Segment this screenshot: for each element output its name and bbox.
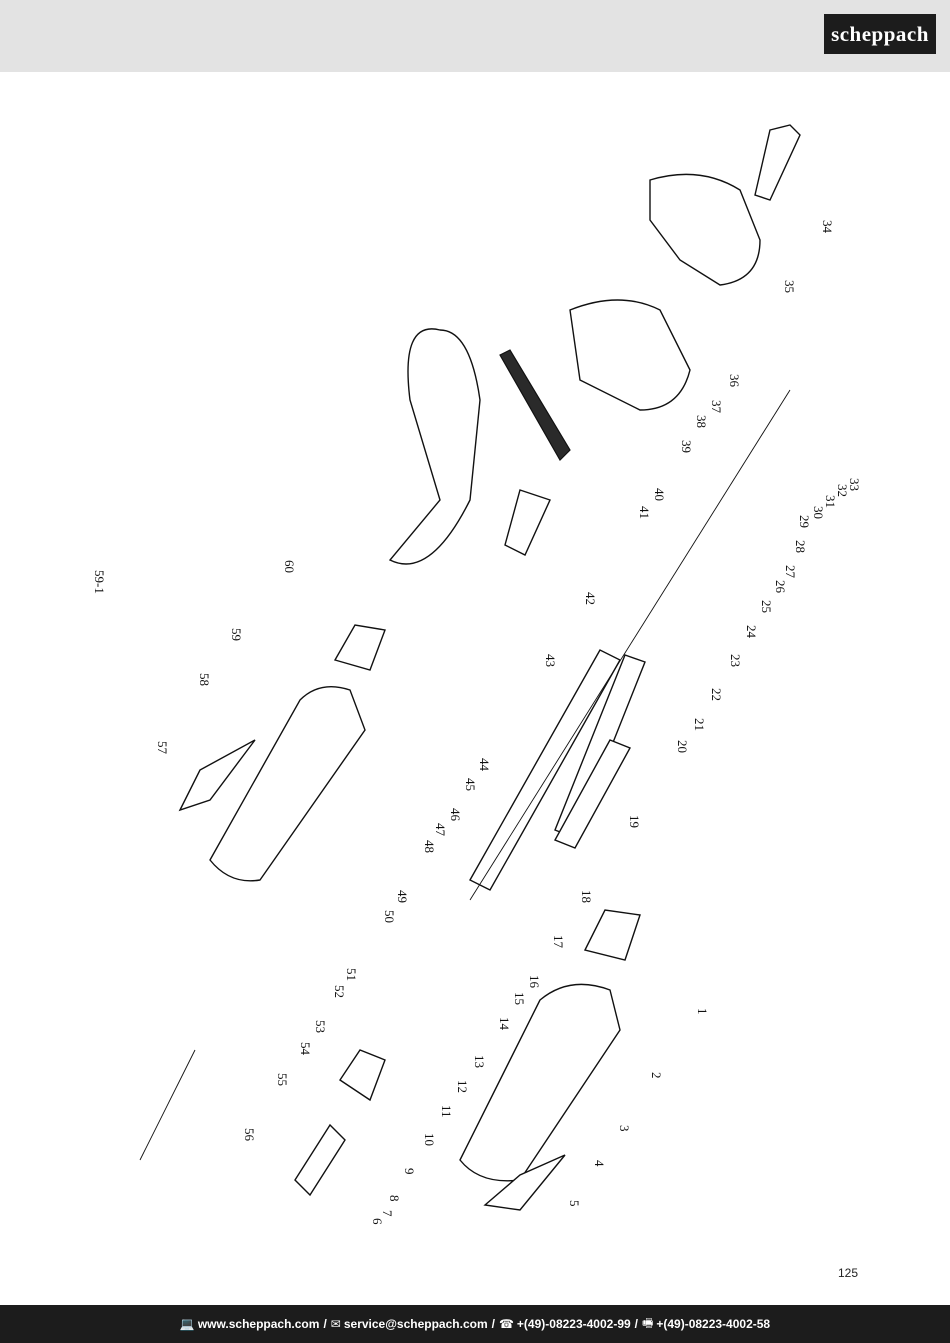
- power-cord-56: [139, 1049, 196, 1161]
- callout-45: 45: [463, 778, 478, 791]
- callout-49: 49: [395, 890, 410, 903]
- callout-23: 23: [728, 654, 743, 667]
- callout-55: 55: [275, 1073, 290, 1086]
- housing-part-58: [209, 686, 366, 882]
- footer-separator: /: [491, 1317, 495, 1331]
- callout-20: 20: [675, 740, 690, 753]
- grip-part-34: [754, 124, 801, 201]
- callout-13: 13: [472, 1055, 487, 1068]
- callout-11: 11: [439, 1105, 454, 1118]
- handle-part-35: [649, 173, 761, 286]
- handle-part-39: [569, 299, 691, 411]
- callout-29: 29: [797, 515, 812, 528]
- callout-27: 27: [783, 565, 798, 579]
- callout-52: 52: [332, 985, 347, 998]
- footer-separator: /: [323, 1317, 327, 1331]
- rail-part-41: [499, 349, 571, 461]
- callout-4: 4: [592, 1160, 607, 1167]
- callout-46: 46: [448, 808, 463, 822]
- callout-34: 34: [820, 220, 835, 234]
- callout-15: 15: [512, 992, 527, 1005]
- callout-35: 35: [782, 280, 797, 293]
- callout-59: 59: [229, 628, 244, 641]
- page-number: 125: [837, 1266, 858, 1280]
- callout-40: 40: [652, 488, 667, 501]
- callout-31: 31: [823, 495, 838, 508]
- callout-48: 48: [422, 840, 437, 853]
- callout-37: 37: [709, 400, 724, 414]
- housing-part-3: [459, 983, 621, 1182]
- footer-fax: +(49)-08223-4002-58: [656, 1317, 771, 1331]
- callout-57: 57: [155, 741, 170, 755]
- callout-53: 53: [313, 1020, 328, 1033]
- callout-30: 30: [811, 506, 826, 519]
- footer-phone: +(49)-08223-4002-99: [516, 1317, 631, 1331]
- callout-1: 1: [695, 1008, 710, 1015]
- cover-part-60: [333, 624, 386, 671]
- callout-7: 7: [380, 1210, 395, 1217]
- callout-9: 9: [402, 1168, 417, 1175]
- guard-part-5: [483, 1154, 566, 1211]
- footer-bar: 💻 www.scheppach.com / ✉ service@scheppac…: [0, 1305, 950, 1343]
- callout-2: 2: [649, 1072, 664, 1079]
- callout-60: 60: [282, 560, 297, 573]
- callout-5: 5: [567, 1200, 582, 1207]
- callout-32: 32: [835, 484, 850, 497]
- callout-21: 21: [692, 718, 707, 731]
- callout-59-1: 59-1: [92, 570, 107, 594]
- callout-51: 51: [344, 968, 359, 981]
- callout-50: 50: [382, 910, 397, 923]
- callout-33: 33: [847, 478, 862, 491]
- callout-44: 44: [477, 758, 492, 772]
- phone-icon: ☎: [498, 1317, 514, 1331]
- callout-12: 12: [455, 1080, 470, 1093]
- email-icon: ✉: [330, 1317, 341, 1331]
- callout-25: 25: [759, 600, 774, 613]
- callout-18: 18: [579, 890, 594, 903]
- scheppach-logo: scheppach: [824, 14, 936, 54]
- callout-3: 3: [617, 1125, 632, 1132]
- callout-39: 39: [679, 440, 694, 453]
- callout-54: 54: [298, 1042, 313, 1056]
- shaft-tubes: [469, 389, 791, 901]
- footer-separator: /: [634, 1317, 639, 1331]
- cap-part-1: [583, 909, 641, 961]
- shoulder-strap: [388, 328, 481, 565]
- callout-19: 19: [627, 815, 642, 828]
- fax-icon: 🖷: [642, 1315, 654, 1330]
- armature-part-10: [294, 1123, 346, 1197]
- header-band: [0, 0, 950, 72]
- callout-47: 47: [433, 823, 448, 837]
- callout-10: 10: [422, 1133, 437, 1146]
- footer-email[interactable]: service@scheppach.com: [343, 1317, 488, 1331]
- callout-24: 24: [744, 625, 759, 639]
- callout-8: 8: [387, 1195, 402, 1202]
- callout-26: 26: [773, 580, 788, 594]
- callout-16: 16: [527, 975, 542, 989]
- callout-28: 28: [793, 540, 808, 553]
- callout-6: 6: [370, 1218, 385, 1225]
- callout-41: 41: [637, 506, 652, 519]
- guard-part-57: [178, 739, 256, 812]
- motor-part-11: [339, 1049, 386, 1102]
- callout-14: 14: [497, 1017, 512, 1031]
- callout-58: 58: [197, 673, 212, 686]
- callout-36: 36: [727, 374, 742, 388]
- footer-website[interactable]: www.scheppach.com: [197, 1317, 320, 1331]
- computer-icon: 💻: [179, 1317, 195, 1331]
- callout-42: 42: [583, 592, 598, 605]
- callout-38: 38: [694, 415, 709, 428]
- callout-17: 17: [551, 935, 566, 949]
- callout-22: 22: [709, 688, 724, 701]
- exploded-parts-diagram: 59-1 60 59 58 57 44 45 46 47 48 49 50 51…: [92, 124, 862, 1225]
- callout-56: 56: [242, 1128, 257, 1142]
- tube-part-42: [504, 489, 551, 556]
- callout-43: 43: [543, 654, 558, 667]
